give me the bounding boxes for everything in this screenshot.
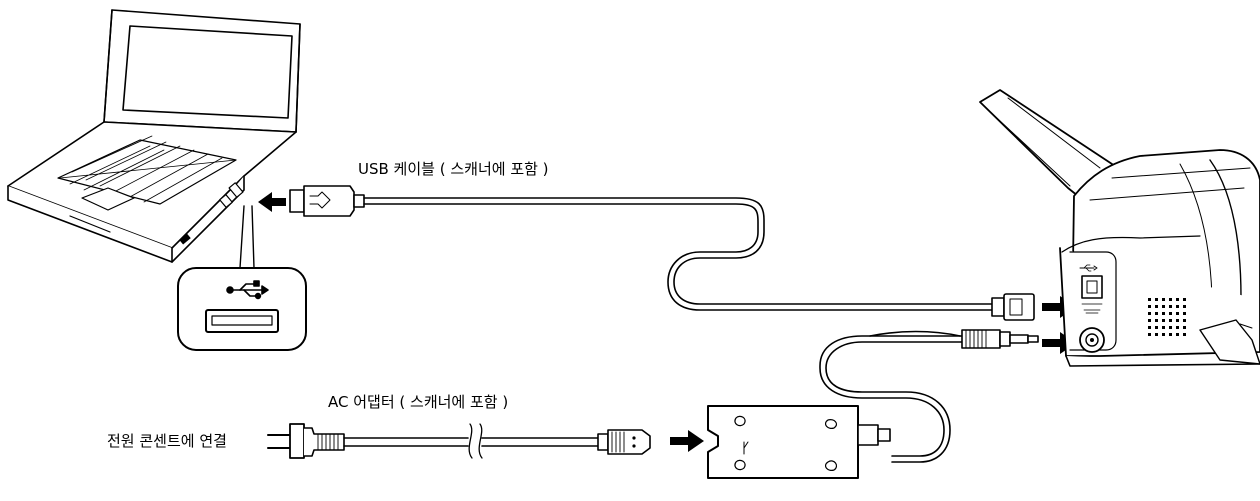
dc-plug <box>961 329 1039 349</box>
power-outlet-label: 전원 콘센트에 연결 <box>107 432 227 450</box>
arrow-icon <box>258 192 286 212</box>
usb-port-callout <box>177 267 307 351</box>
arrow-icon <box>670 430 704 452</box>
usb-b-plug <box>991 293 1035 321</box>
scanner <box>979 89 1260 367</box>
usb-cable <box>363 197 993 311</box>
laptop <box>7 9 301 263</box>
ac-adapter-label: AC 어댑터 ( 스캐너에 포함 ) <box>328 393 509 411</box>
ac-cord <box>343 423 599 459</box>
ac-wall-plug <box>267 423 345 459</box>
vent-grid <box>1148 298 1186 336</box>
usb-cable-label: USB 케이블 ( 스캐너에 포함 ) <box>358 160 549 178</box>
callout-line <box>239 205 255 269</box>
usb-symbol-icon <box>226 280 269 300</box>
ac-adapter-box <box>707 405 891 479</box>
ac-cord-connector <box>597 429 651 455</box>
dc-cable <box>819 330 963 463</box>
usb-a-plug <box>289 185 365 217</box>
